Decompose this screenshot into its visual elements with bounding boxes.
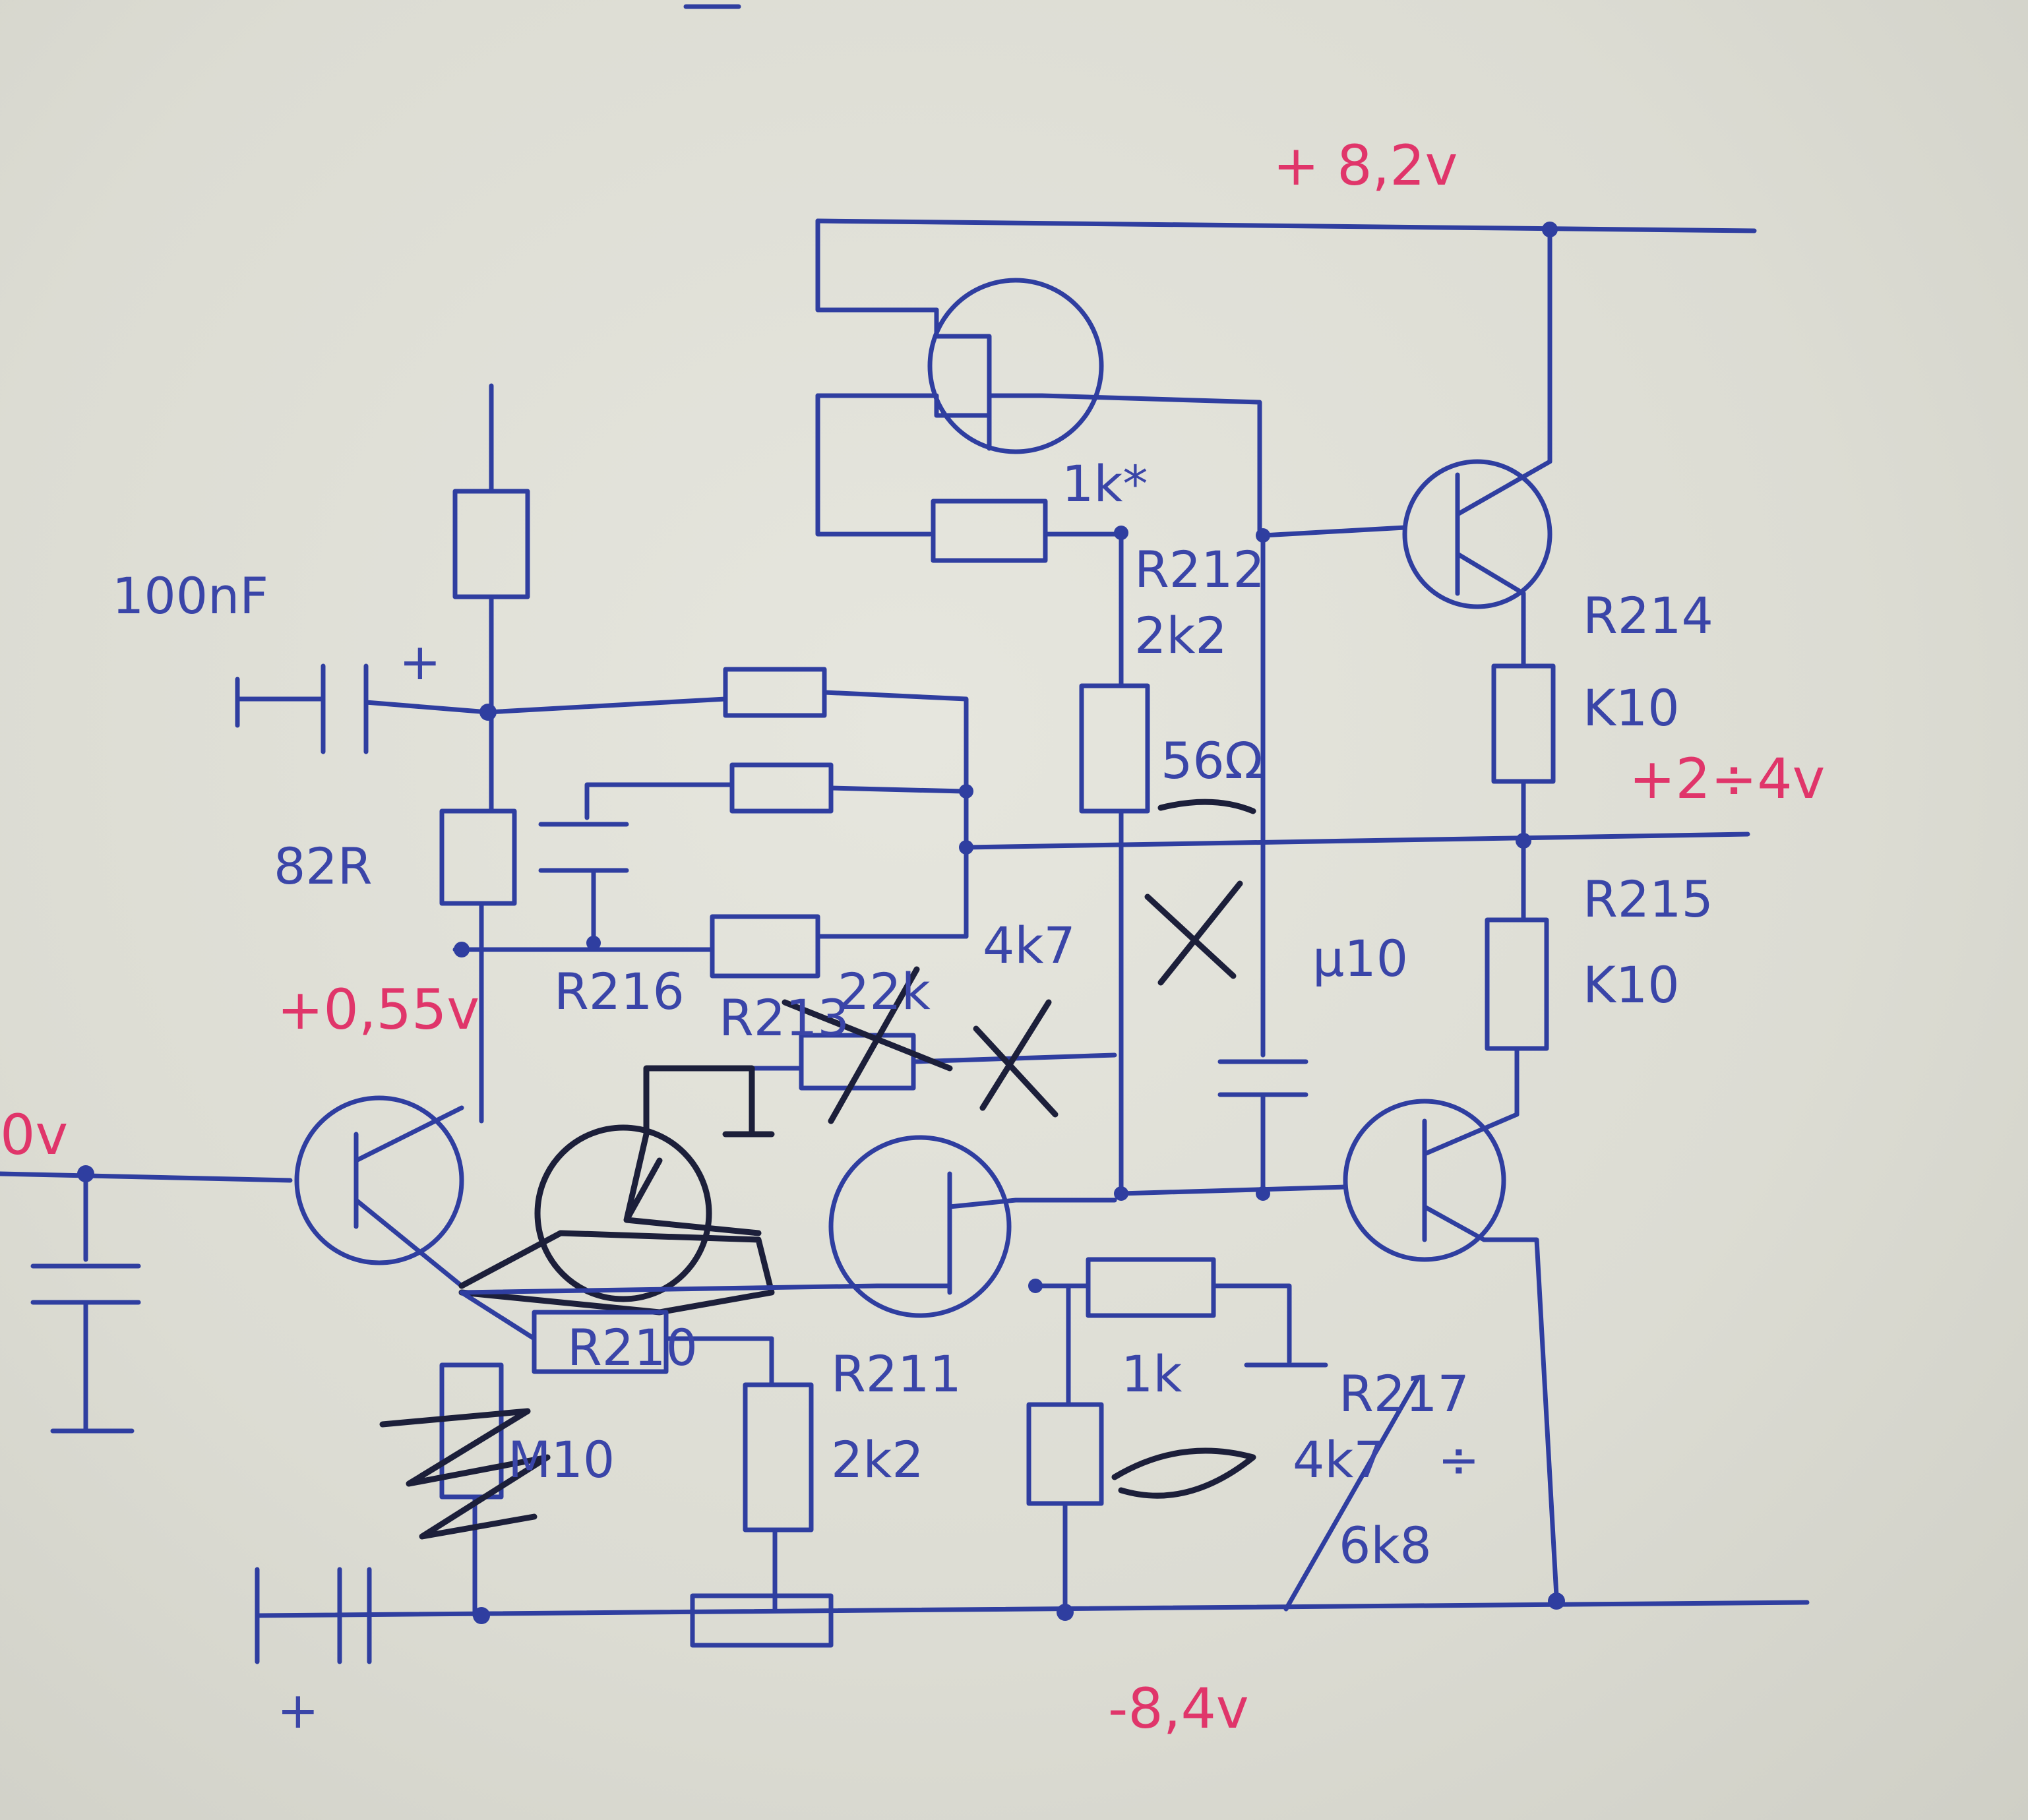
label-4k7: 4k7 (983, 916, 1076, 975)
input-wire (0, 1171, 293, 1183)
wire (459, 1290, 774, 1341)
resistor-top-left (452, 489, 530, 599)
label-r215-value: K10 (1583, 956, 1680, 1014)
resistor-r212 (1079, 683, 1150, 814)
resistor-1k-star (931, 499, 1048, 563)
junction-dot (454, 942, 470, 957)
label-r212: R212 (1134, 540, 1265, 599)
label-1k-star: 1k* (1062, 454, 1148, 513)
label-r211: R211 (831, 1345, 962, 1403)
capacitor-mu10 (1217, 1059, 1308, 1097)
bottom-trimmer-resistor (690, 1593, 834, 1648)
top-rail-wire (815, 218, 1757, 233)
junction-dot (473, 1607, 490, 1624)
junction-dot (1057, 1604, 1074, 1621)
scribble (1157, 799, 1256, 814)
resistor-r215 (1485, 917, 1549, 1051)
junction-dot (1028, 1279, 1043, 1293)
lower-pnp-leads (1422, 1112, 1559, 1598)
crossed-out-component (973, 999, 1059, 1118)
label-div-sign: ÷ (1438, 1430, 1480, 1489)
resistor-r216 (710, 914, 820, 979)
jfet-loop-wire (815, 393, 933, 537)
wire (1119, 1184, 1348, 1196)
junction-dot (1114, 1186, 1128, 1201)
ground-symbol (1211, 1283, 1328, 1368)
scribble (379, 1408, 551, 1540)
label-22k: 22k (838, 962, 931, 1021)
label-r216: R216 (554, 962, 685, 1021)
overdrawn-transistor-leads (623, 1065, 775, 1236)
resistor-82r (439, 808, 517, 906)
junction-dot (1516, 833, 1531, 849)
label-r214-value: K10 (1583, 679, 1680, 737)
wire (1260, 525, 1407, 538)
jfet-top-wire (815, 218, 939, 313)
wire (828, 785, 966, 794)
output-wire (964, 832, 1750, 850)
voltage-input: 0v (0, 1103, 68, 1167)
overdrawn-transistor-symbol (534, 1124, 712, 1302)
crossing-line (1283, 1376, 1421, 1612)
label-r211-value: 2k2 (831, 1430, 924, 1489)
junction-dot (959, 784, 973, 799)
label-r217: R217 (1339, 1364, 1469, 1423)
label-mu10: μ10 (1312, 929, 1408, 988)
label-56r: 56Ω (1161, 731, 1263, 790)
input-capacitor (30, 1171, 141, 1434)
crossed-out-component (782, 966, 953, 1124)
wire (822, 690, 969, 939)
bottom-capacitor (255, 1567, 372, 1664)
upper-npn-transistor-symbol (1402, 459, 1552, 609)
voltage-top-rail: + 8,2v (1273, 133, 1458, 198)
input-npn-leads (353, 1105, 464, 1289)
label-r213: R213 (719, 988, 849, 1047)
resistor-m10 (439, 1362, 504, 1500)
label-r214: R214 (1583, 586, 1713, 645)
lower-jfet-leads (875, 1171, 1117, 1295)
label-r217-value: 4k7 (1293, 1430, 1386, 1489)
label-m10: M10 (508, 1430, 615, 1489)
scribble (458, 1230, 775, 1316)
jfet-drain (934, 307, 992, 451)
label-plus-bottom: + (277, 1681, 319, 1740)
resistor (729, 762, 834, 814)
wire (584, 782, 735, 820)
resistor-r210 (532, 1310, 669, 1374)
capacitor-100nf (235, 663, 491, 754)
capacitor-small (538, 822, 629, 946)
junction-dot (586, 936, 601, 950)
label-plus-100nf: + (399, 632, 441, 691)
wire (1039, 393, 1262, 537)
jfet-current-source-symbol (927, 278, 1104, 454)
input-npn-transistor-symbol (294, 1095, 464, 1265)
voltage-mid-output: +2÷4v (1629, 746, 1825, 811)
label-r217-value-alt: 6k8 (1339, 1516, 1432, 1575)
crossed-out-component (1144, 880, 1243, 986)
resistor-r214 (1491, 663, 1556, 784)
lower-jfet-symbol (828, 1135, 1012, 1318)
jfet-source-wire (815, 393, 992, 418)
lower-pnp-transistor-symbol (1343, 1099, 1506, 1262)
voltage-bottom-rail: -8,4v (1108, 1676, 1249, 1741)
resistor-r217 (1026, 1402, 1104, 1506)
label-100nf: 100nF (112, 566, 268, 625)
label-82r: 82R (274, 837, 373, 895)
label-1k: 1k (1121, 1345, 1182, 1403)
scribble (1111, 1447, 1256, 1499)
label-r212-value: 2k2 (1134, 606, 1227, 665)
resistor (723, 667, 827, 718)
junction-dot (1256, 1186, 1270, 1201)
label-r210: R210 (567, 1318, 698, 1377)
voltage-emitter-node: +0,55v (277, 977, 479, 1042)
resistor-r211 (743, 1382, 814, 1532)
resistor-1k (1086, 1257, 1216, 1318)
label-r215: R215 (1583, 870, 1713, 928)
wire (459, 1283, 880, 1295)
junction-dot (1548, 1592, 1565, 1610)
upper-npn-leads (1455, 227, 1552, 596)
wire (485, 696, 728, 715)
